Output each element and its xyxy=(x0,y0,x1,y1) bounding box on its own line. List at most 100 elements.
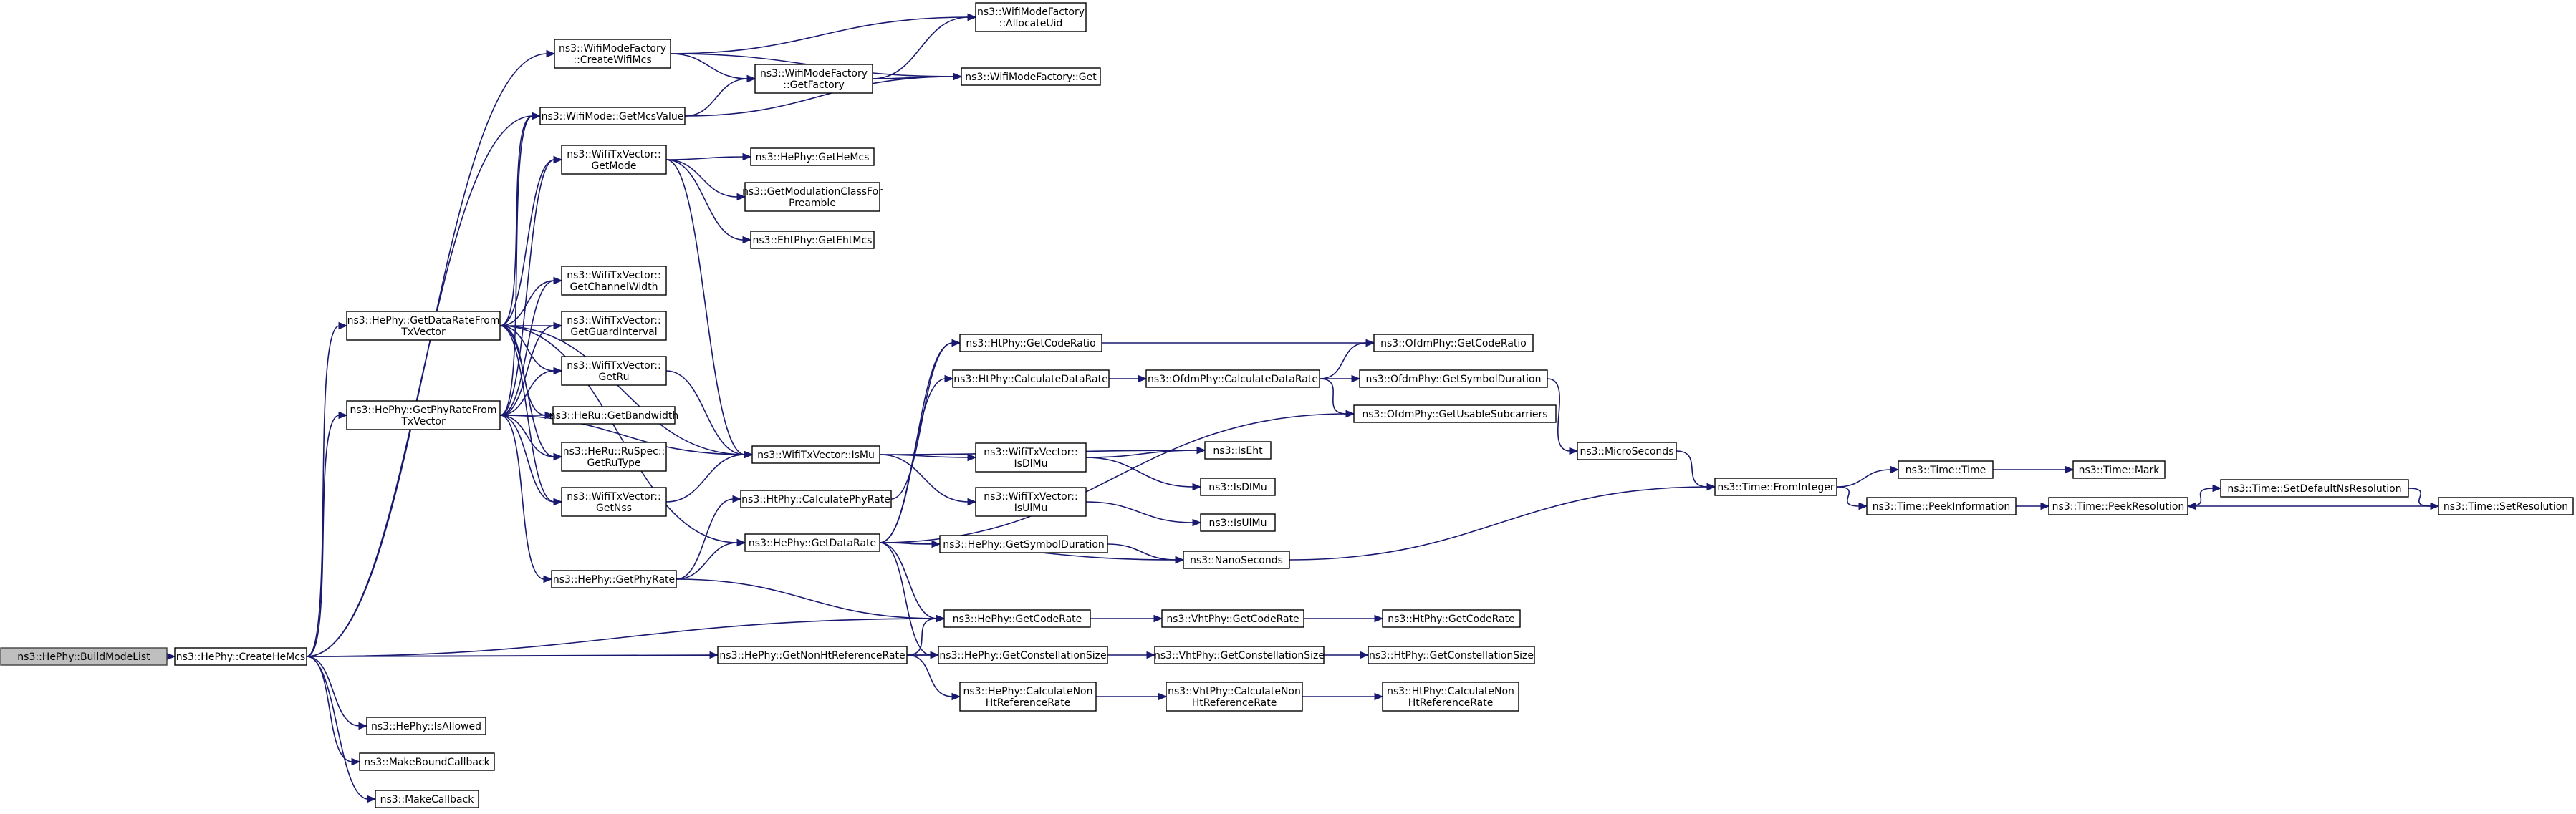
node-htPhyCalcDataRate[interactable]: ns3::HtPhy::CalculateDataRate xyxy=(952,369,1110,388)
node-box xyxy=(561,487,667,517)
edge-vhtGetConstSize-to-htGetConstSize xyxy=(1324,651,1370,659)
edge-arrowhead xyxy=(1192,518,1202,527)
edge-line xyxy=(499,415,555,457)
node-txvGetChannelWidth[interactable]: ns3::WifiTxVector::GetChannelWidth xyxy=(561,266,667,296)
node-wmfGetFactory[interactable]: ns3::WifiModeFactory::GetFactory xyxy=(754,64,873,94)
node-createHeMcs[interactable]: ns3::HePhy::CreateHeMcs xyxy=(174,647,307,666)
edge-txvIsDlMu-to-isDlMu xyxy=(1085,457,1202,491)
node-timePeekInformation[interactable]: ns3::Time::PeekInformation xyxy=(1866,497,2017,515)
edge-line xyxy=(1107,543,1177,561)
node-isUlMu[interactable]: ns3::IsUlMu xyxy=(1200,513,1276,532)
node-makeCallback[interactable]: ns3::MakeCallback xyxy=(375,790,479,808)
edge-ofdmCalcDataRate-to-ofdmGetSymbolDuration xyxy=(1320,374,1361,383)
node-hePhyGetSymbolDuration[interactable]: ns3::HePhy::GetSymbolDuration xyxy=(939,535,1108,553)
node-hePhyGetCodeRate[interactable]: ns3::HePhy::GetCodeRate xyxy=(943,609,1091,628)
node-label: ns3::OfdmPhy::GetSymbolDuration xyxy=(1366,374,1542,385)
node-label: ns3::HePhy::GetSymbolDuration xyxy=(943,539,1105,551)
node-isEht[interactable]: ns3::IsEht xyxy=(1204,441,1272,460)
node-label: ns3::MakeBoundCallback xyxy=(364,757,490,768)
node-hePhyGetConstSize[interactable]: ns3::HePhy::GetConstellationSize xyxy=(938,646,1108,664)
edge-hePhyGetNonHtRefRate-to-hePhyCalcNonHtRefRate xyxy=(906,654,961,701)
node-label: ns3::WifiMode::GetMcsValue xyxy=(542,111,684,122)
node-ehtGetEhtMcs[interactable]: ns3::EhtPhy::GetEhtMcs xyxy=(750,231,875,249)
node-timeSetResolution[interactable]: ns3::Time::SetResolution xyxy=(2438,497,2574,515)
node-vhtGetConstSize[interactable]: ns3::VhtPhy::GetConstellationSize xyxy=(1154,646,1325,664)
node-buildModeList[interactable]: ns3::HePhy::BuildModeList xyxy=(0,647,168,666)
edge-line xyxy=(872,16,969,79)
node-box xyxy=(1382,682,1519,712)
node-isDlMu[interactable]: ns3::IsDlMu xyxy=(1200,478,1276,496)
edge-line xyxy=(2408,488,2432,507)
node-timeMark[interactable]: ns3::Time::Mark xyxy=(2072,460,2166,479)
node-label: ns3::WifiTxVector::IsMu xyxy=(757,450,875,461)
edge-vhtGetCodeRate-to-htGetCodeRate xyxy=(1303,614,1384,623)
edge-line xyxy=(879,542,938,619)
node-heRuGetBandwidth[interactable]: ns3::HeRu::GetBandwidth xyxy=(549,406,679,425)
node-wmfCreateWifiMcs[interactable]: ns3::WifiModeFactory::CreateWifiMcs xyxy=(554,39,671,69)
node-label: ns3::HePhy::CreateHeMcs xyxy=(176,651,305,663)
node-htPhyCalcPhyRate[interactable]: ns3::HtPhy::CalculatePhyRate xyxy=(740,490,892,508)
node-microSeconds[interactable]: ns3::MicroSeconds xyxy=(1577,442,1677,460)
node-box xyxy=(1898,460,1994,479)
node-htGetConstSize[interactable]: ns3::HtPhy::GetConstellationSize xyxy=(1368,646,1535,664)
node-hePhyGetDataRate[interactable]: ns3::HePhy::GetDataRate xyxy=(744,533,880,552)
node-label: ns3::HePhy::GetPhyRateFrom xyxy=(350,404,496,416)
node-label: ns3::WifiModeFactory xyxy=(977,6,1085,18)
node-htGetCodeRate[interactable]: ns3::HtPhy::GetCodeRate xyxy=(1382,609,1521,628)
node-hePhyGetPhyRate[interactable]: ns3::HePhy::GetPhyRate xyxy=(551,570,677,588)
node-box xyxy=(938,646,1108,664)
node-box xyxy=(939,535,1108,553)
node-txvGetMode[interactable]: ns3::WifiTxVector::GetMode xyxy=(561,145,667,175)
edge-arrowhead xyxy=(736,538,746,547)
node-ofdmGetCodeRatio[interactable]: ns3::OfdmPhy::GetCodeRatio xyxy=(1373,334,1534,352)
node-txvGetNss[interactable]: ns3::WifiTxVector::GetNss xyxy=(561,487,667,517)
edge-line xyxy=(306,415,340,657)
node-vhtGetCodeRate[interactable]: ns3::VhtPhy::GetCodeRate xyxy=(1161,609,1304,628)
node-wmGetMcsValue[interactable]: ns3::WifiMode::GetMcsValue xyxy=(539,107,686,125)
node-txvIsUlMu[interactable]: ns3::WifiTxVector::IsUlMu xyxy=(975,487,1087,517)
node-hePhyIsAllowed[interactable]: ns3::HePhy::IsAllowed xyxy=(366,717,486,735)
node-hePhyGetHeMcs[interactable]: ns3::HePhy::GetHeMcs xyxy=(750,147,875,166)
edge-hePhyGetDataRate-to-hePhyGetConstSize xyxy=(879,542,940,659)
node-wmfAllocateUid[interactable]: ns3::WifiModeFactory::AllocateUid xyxy=(975,2,1087,32)
node-txvGetRu[interactable]: ns3::WifiTxVector::GetRu xyxy=(561,356,667,386)
edge-arrowhead xyxy=(553,155,563,164)
node-label: ns3::IsDlMu xyxy=(1208,482,1267,493)
node-timePeekResolution[interactable]: ns3::Time::PeekResolution xyxy=(2048,497,2188,515)
node-timeFromInteger[interactable]: ns3::Time::FromInteger xyxy=(1714,478,1837,496)
node-txvGetGuardInterval[interactable]: ns3::WifiTxVector::GetGuardInterval xyxy=(561,311,667,341)
node-label: ns3::Time::SetDefaultNsResolution xyxy=(2227,483,2401,495)
edge-arrowhead xyxy=(553,498,563,506)
node-timeTime[interactable]: ns3::Time::Time xyxy=(1898,460,1994,479)
edge-hePhyGetDataRateFromTx-to-txvIsMu xyxy=(499,325,754,459)
node-label: TxVector xyxy=(400,416,446,427)
edge-txvIsMu-to-txvIsUlMu xyxy=(879,454,977,506)
edge-hePhyGetDataRate-to-ofdmGetUsableSubcarriers xyxy=(879,410,1355,543)
node-ofdmGetUsableSubcarriers[interactable]: ns3::OfdmPhy::GetUsableSubcarriers xyxy=(1353,404,1557,423)
node-makeBoundCallback[interactable]: ns3::MakeBoundCallback xyxy=(359,752,495,771)
node-nanoSeconds[interactable]: ns3::NanoSeconds xyxy=(1183,551,1290,569)
node-hePhyGetNonHtRefRate[interactable]: ns3::HePhy::GetNonHtReferenceRate xyxy=(717,646,908,664)
node-timeSetDefaultNsRes[interactable]: ns3::Time::SetDefaultNsResolution xyxy=(2220,479,2409,498)
node-txvIsMu[interactable]: ns3::WifiTxVector::IsMu xyxy=(751,445,880,464)
node-box xyxy=(2048,497,2188,515)
edge-ofdmCalcDataRate-to-ofdmGetCodeRatio xyxy=(1319,339,1375,379)
node-label: ns3::HePhy::IsAllowed xyxy=(371,721,481,732)
node-wmfGet[interactable]: ns3::WifiModeFactory::Get xyxy=(961,67,1101,86)
edge-line xyxy=(670,53,749,79)
node-htPhyGetCodeRatio[interactable]: ns3::HtPhy::GetCodeRatio xyxy=(959,334,1102,352)
node-heRuSpecGetRuType[interactable]: ns3::HeRu::RuSpec::GetRuType xyxy=(561,442,667,472)
node-ofdmCalcDataRate[interactable]: ns3::OfdmPhy::CalculateDataRate xyxy=(1145,369,1320,388)
node-box xyxy=(975,2,1087,32)
node-ofdmGetSymbolDuration[interactable]: ns3::OfdmPhy::GetSymbolDuration xyxy=(1359,369,1548,388)
edge-hePhyGetPhyRateFromTx-to-heRuSpecGetRuType xyxy=(499,415,563,461)
node-txvIsDlMu[interactable]: ns3::WifiTxVector::IsDlMu xyxy=(975,442,1087,473)
edge-hePhyGetPhyRateFromTx-to-hePhyGetPhyRate xyxy=(499,415,553,583)
